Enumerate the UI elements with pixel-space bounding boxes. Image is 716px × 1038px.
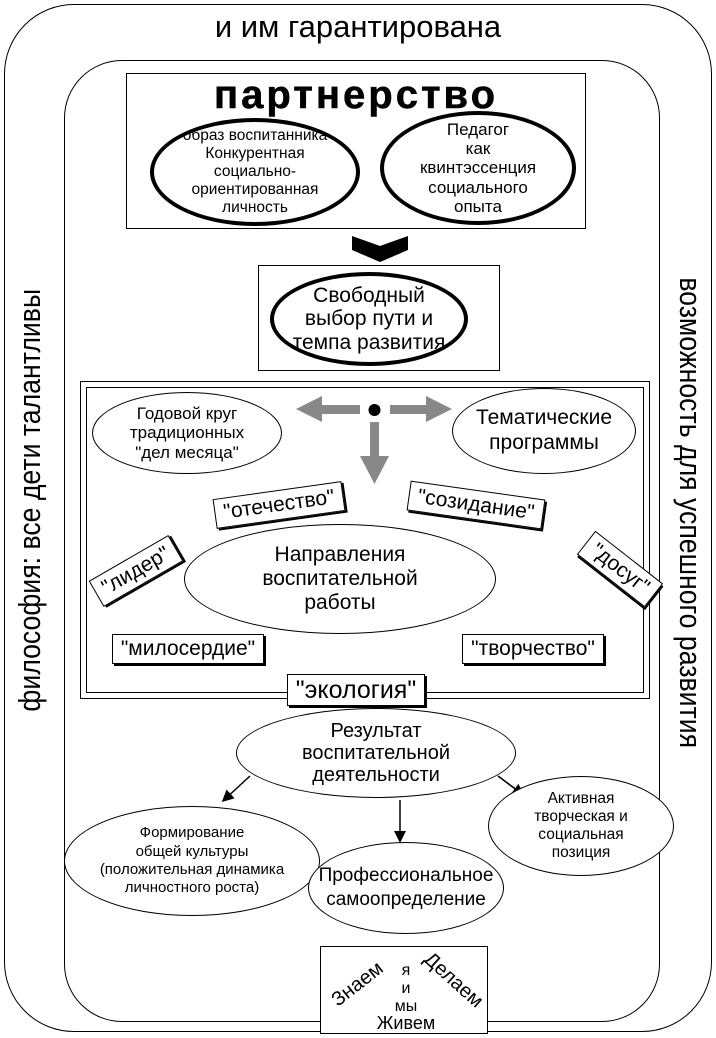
thematic-line-2: программы [489, 431, 599, 454]
thematic-programs-oval: Тематические программы [452, 388, 636, 474]
banner-tvorchestvo: "творчество" [446, 632, 620, 666]
culture-line-1: Формирование [139, 824, 245, 842]
annual-line-2: традиционных [129, 423, 245, 443]
annual-circle-oval: Годовой круг традиционных "дел месяца" [92, 392, 282, 474]
bottom-my: мы [394, 998, 418, 1015]
banner-ekologiya: "экология" [264, 672, 448, 708]
directions-line-3: работы [304, 591, 376, 615]
active-line-3: социальная [538, 826, 624, 843]
culture-line-4: личностного роста) [124, 879, 260, 897]
right-side-label: возможность для успешного развития [673, 277, 708, 749]
active-line-2: творческая и [534, 808, 628, 826]
banner-tvorchestvo-label: "творчество" [462, 634, 604, 664]
right-side-text: возможность для успешного развития [672, 233, 708, 793]
result-oval: Результат воспитательной деятельности [236, 708, 516, 798]
teacher-line-5: опыта [454, 196, 502, 216]
thematic-line-1: Тематические [475, 406, 613, 430]
teacher-line-1: Педагог [446, 120, 510, 140]
free-choice-line-2: выбор пути и [304, 307, 434, 331]
pupil-line-5: личность [222, 198, 288, 216]
partnership-box [126, 73, 586, 229]
teacher-line-3: квинтэссенция [419, 158, 537, 178]
result-line-2: воспитательной [302, 742, 450, 764]
pupil-line-1: образ воспитанника [182, 127, 328, 145]
bottom-zhivem: Живем [376, 1013, 436, 1033]
left-side-label: философия: все дети талантливы [12, 288, 47, 712]
annual-line-3: "дел месяца" [135, 442, 239, 462]
pupil-line-2: Конкурентная [205, 145, 305, 163]
directions-line-2: воспитательной [262, 566, 418, 590]
gray-arrows [296, 396, 452, 484]
result-line-1: Результат [330, 720, 422, 742]
culture-line-2: общей культуры [135, 842, 249, 860]
partnership-heading: партнерство [213, 73, 499, 117]
active-line-1: Активная [547, 790, 615, 808]
directions-line-1: Направления [274, 542, 406, 566]
pupil-line-4: ориентированная [191, 180, 319, 198]
annual-line-1: Годовой круг [136, 403, 238, 423]
professional-line-1: Профессиональное [318, 865, 494, 887]
free-choice-oval: Свободный выбор пути и темпа развития [270, 272, 468, 366]
free-choice-line-3: темпа развития [292, 330, 446, 354]
banner-miloserdie-label: "милосердие" [111, 634, 265, 664]
teacher-oval: Педагог как квинтэссенция социального оп… [380, 111, 576, 225]
professional-oval: Профессиональное самоопределение [308, 842, 504, 934]
pupil-image-oval: образ воспитанника Конкурентная социальн… [150, 118, 360, 226]
result-line-3: деятельности [312, 764, 440, 786]
teacher-line-2: как [465, 139, 491, 159]
free-choice-line-1: Свободный [313, 283, 425, 307]
professional-line-2: самоопределение [326, 889, 486, 910]
culture-oval: Формирование общей культуры (положительн… [64, 806, 320, 916]
active-line-4: позиция [551, 843, 611, 861]
bottom-box [320, 946, 488, 1034]
free-choice-box [258, 265, 500, 371]
bottom-ya: я [401, 962, 411, 979]
left-side-text: философия: все дети талантливы [12, 276, 48, 746]
culture-line-3: (положительная динамика [99, 861, 285, 878]
active-position-oval: Активная творческая и социальная позиция [488, 776, 674, 876]
pupil-line-3: социально- [213, 163, 297, 181]
teacher-line-4: социального [428, 177, 528, 197]
top-title: и им гарантирована [214, 9, 502, 44]
banner-miloserdie: "милосердие" [100, 632, 276, 666]
banner-ekologiya-label: "экология" [286, 674, 426, 706]
bottom-i: и [401, 980, 411, 997]
directions-oval: Направления воспитательной работы [184, 524, 496, 634]
chevron-down-icon [352, 236, 408, 262]
